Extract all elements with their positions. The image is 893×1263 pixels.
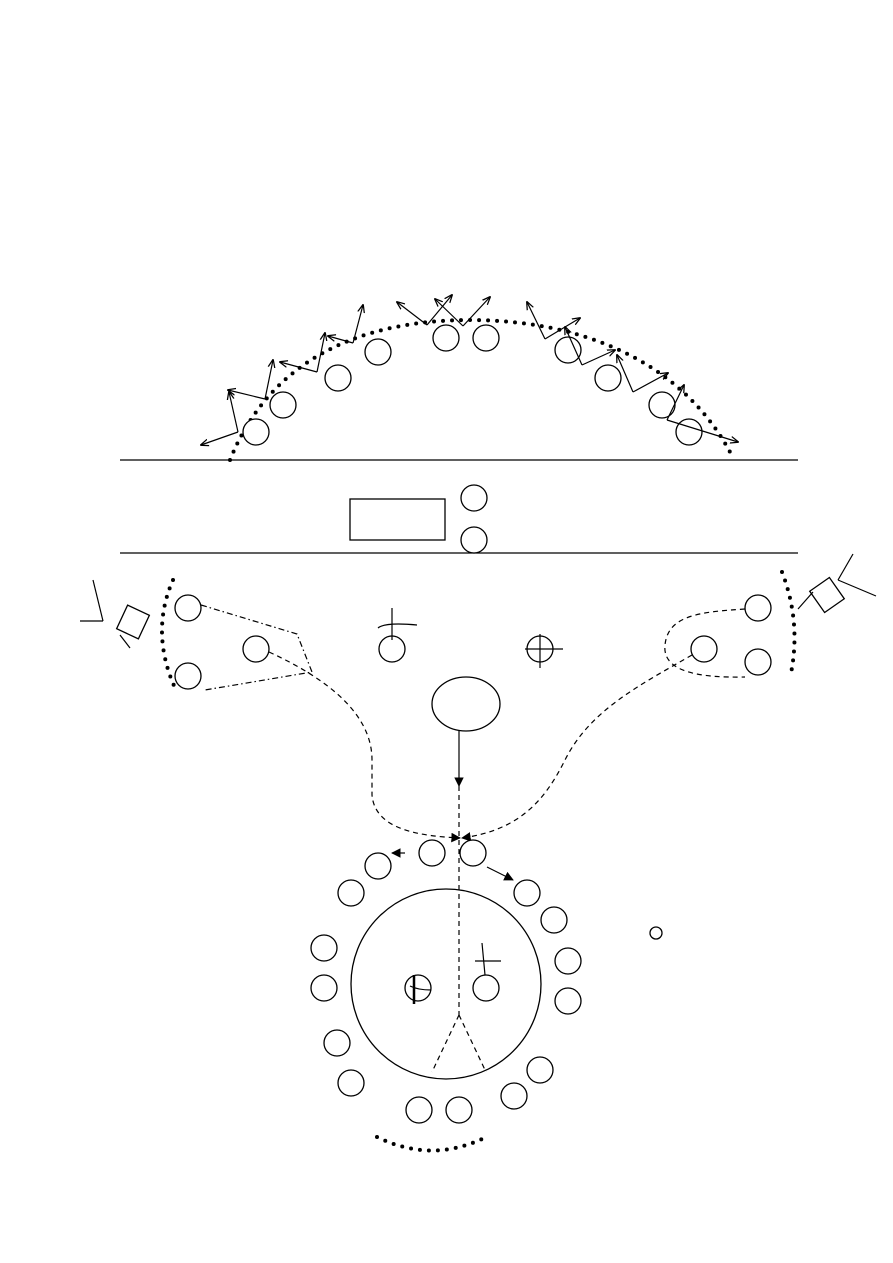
circle bbox=[324, 364, 352, 392]
vector-arrow bbox=[617, 355, 634, 393]
circle bbox=[432, 324, 460, 352]
dotted-arc-bottom bbox=[375, 1135, 484, 1153]
band-circle bbox=[460, 484, 488, 512]
band-circle bbox=[460, 526, 488, 554]
vector-arrow bbox=[264, 360, 273, 400]
circle bbox=[445, 1096, 473, 1124]
dashed-axis bbox=[431, 786, 487, 1073]
marked-circle bbox=[472, 974, 500, 1002]
large-drum-circle bbox=[350, 888, 542, 1080]
small-circle bbox=[649, 926, 663, 940]
top-circles bbox=[242, 324, 703, 446]
circle bbox=[174, 662, 202, 690]
circle bbox=[459, 839, 487, 867]
circle bbox=[242, 418, 270, 446]
vector-arrow bbox=[544, 318, 580, 340]
circle bbox=[500, 1082, 528, 1110]
top-arc-group bbox=[201, 295, 738, 462]
vector-arrow bbox=[666, 419, 738, 442]
dotted-arc-top bbox=[228, 317, 732, 462]
circle bbox=[364, 852, 392, 880]
circle bbox=[744, 594, 772, 622]
ring-circles bbox=[310, 839, 582, 1124]
right-sensor bbox=[780, 553, 877, 680]
circle bbox=[310, 974, 338, 1002]
vector-arrow bbox=[352, 305, 363, 344]
marker-line bbox=[377, 623, 418, 629]
circle bbox=[744, 648, 772, 676]
vector-arrow bbox=[462, 297, 490, 327]
vector-arrow bbox=[426, 295, 452, 326]
circle bbox=[337, 879, 365, 907]
dash-dot-path-left bbox=[200, 604, 313, 691]
marked-circle bbox=[404, 974, 432, 1002]
vector-arrow bbox=[581, 350, 615, 366]
circle bbox=[554, 987, 582, 1015]
circle bbox=[242, 635, 270, 663]
ellipse-node bbox=[431, 676, 501, 732]
circle bbox=[513, 879, 541, 907]
vector-arrow bbox=[435, 299, 464, 327]
circle bbox=[648, 391, 676, 419]
vector-arrow bbox=[316, 333, 325, 373]
circle bbox=[526, 1056, 554, 1084]
circle bbox=[554, 336, 582, 364]
band-rectangle bbox=[349, 498, 446, 541]
circle bbox=[690, 635, 718, 663]
vector-arrow bbox=[666, 385, 684, 421]
circle bbox=[405, 1096, 433, 1124]
vector-arrow bbox=[229, 392, 239, 433]
circle bbox=[472, 324, 500, 352]
circle bbox=[337, 1069, 365, 1097]
arrow-right bbox=[486, 866, 514, 881]
dashed-path-right bbox=[461, 654, 693, 842]
circle bbox=[554, 947, 582, 975]
vector-arrow bbox=[201, 431, 239, 445]
top-arrows bbox=[201, 295, 738, 445]
vector-arrow bbox=[527, 302, 546, 340]
circle bbox=[310, 934, 338, 962]
vector-arrow bbox=[565, 327, 583, 366]
circle bbox=[269, 391, 297, 419]
circle bbox=[174, 594, 202, 622]
circle bbox=[323, 1029, 351, 1057]
circle bbox=[418, 839, 446, 867]
left-sensor bbox=[80, 578, 177, 690]
circle bbox=[675, 418, 703, 446]
circle bbox=[364, 338, 392, 366]
vector-arrow bbox=[632, 373, 668, 393]
vector-arrow bbox=[228, 390, 266, 400]
circle bbox=[594, 364, 622, 392]
vector-arrow bbox=[328, 336, 354, 344]
circle bbox=[540, 906, 568, 934]
dashed-loop-right bbox=[664, 608, 746, 678]
vector-arrow bbox=[397, 302, 428, 326]
vector-arrow bbox=[280, 362, 318, 373]
dashed-path-left bbox=[268, 651, 461, 843]
